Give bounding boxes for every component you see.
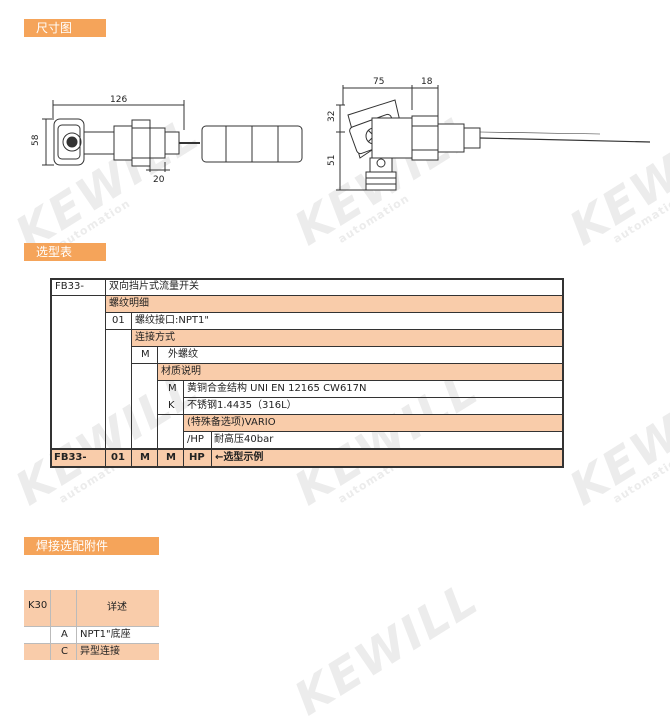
selection-table: FB33- 双向挡片式流量开关 螺纹明细 01 螺纹接口:NPT1" 连接方式 … [50,278,564,468]
accessory-table: K30 详述 A NPT1"底座 C 异型连接 [24,590,159,660]
dim-label: 32 [327,111,337,122]
example-label: ←选型示例 [215,452,264,463]
example-model: FB33- [54,452,87,463]
model-description: 双向挡片式流量开关 [109,281,199,292]
special-code: /HP [187,434,204,445]
material-description: 黄铜合金结构 UNI EN 12165 CW617N [187,383,367,394]
dim-label: 75 [373,77,384,87]
material-header: 材质说明 [161,366,201,377]
accessory-option-description: NPT1"底座 [80,629,131,640]
example-material: M [166,452,176,463]
accessory-header: 详述 [107,602,127,613]
accessory-option-description: 异型连接 [80,646,120,657]
dim-label: 51 [327,155,337,166]
example-connection: M [140,452,150,463]
thread-code: 01 [112,315,125,326]
connection-header: 连接方式 [135,332,175,343]
dimension-drawing: 126 58 20 75 18 32 51 [31,77,651,191]
section-title-dimensions: 尺寸图 [24,19,106,37]
thread-description: 螺纹接口:NPT1" [135,315,209,326]
special-header: (特殊备选项)VARIO [187,417,276,428]
dim-label: 20 [153,175,165,185]
material-code: M [168,383,177,394]
accessory-option-code: C [61,646,68,657]
dim-label: 18 [421,77,433,87]
section-title-selection: 选型表 [24,243,106,261]
accessory-option-code: A [61,629,68,640]
thread-header: 螺纹明细 [109,298,149,309]
example-special: HP [189,452,205,463]
dim-label: 126 [110,95,127,105]
accessory-code: K30 [28,600,48,611]
material-code: K [168,400,175,411]
special-description: 耐高压40bar [214,434,274,445]
connection-code: M [141,349,150,360]
dim-label: 58 [31,134,41,146]
connection-description: 外螺纹 [168,349,198,360]
material-description: 不锈钢1.4435（316L） [187,400,297,411]
model-code: FB33- [55,281,84,292]
example-thread: 01 [111,452,125,463]
section-title-accessories: 焊接选配附件 [24,537,159,555]
